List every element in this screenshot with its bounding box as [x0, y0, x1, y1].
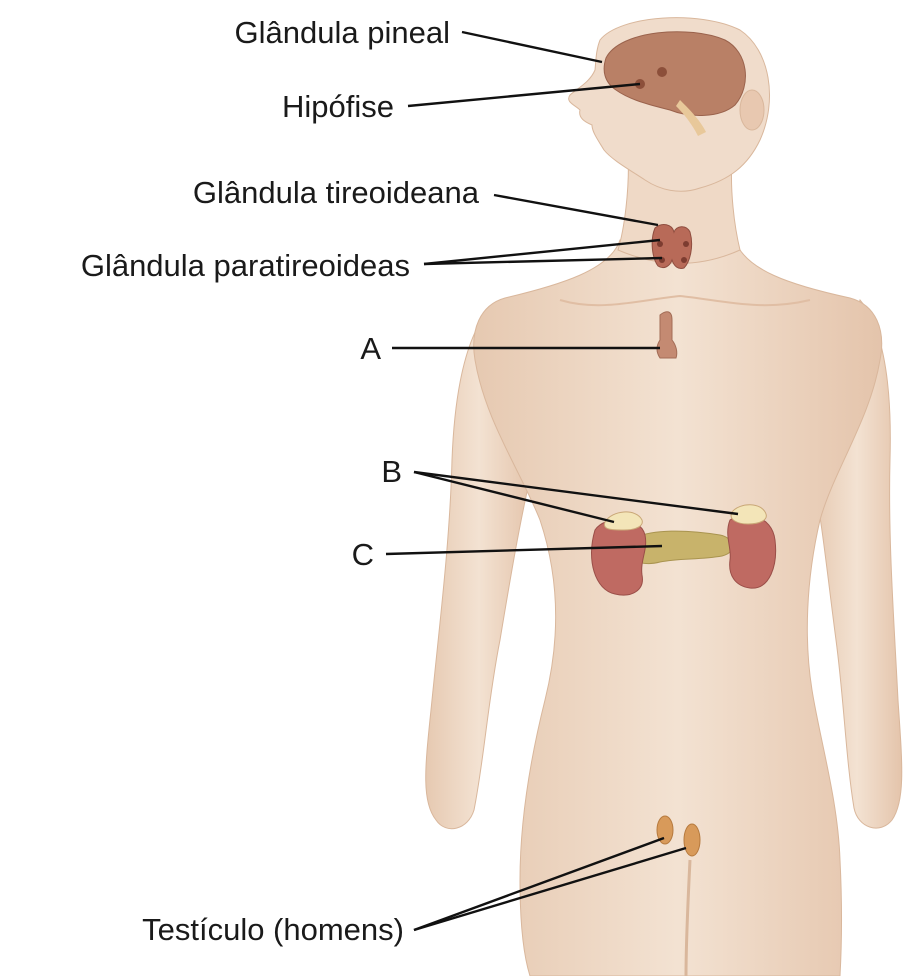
label-a: A — [360, 331, 381, 366]
label-testiculo: Testículo (homens) — [142, 912, 404, 947]
leader-pineal — [462, 32, 602, 62]
label-paratireoide: Glândula paratireoideas — [81, 248, 410, 283]
label-b: B — [381, 454, 402, 489]
labels: Glândula pineal Hipófise Glândula tireoi… — [81, 15, 480, 947]
label-pineal: Glândula pineal — [235, 15, 450, 50]
right-testis — [684, 824, 700, 856]
parathyroid-1 — [657, 241, 663, 247]
pineal-gland — [657, 67, 667, 77]
left-kidney — [592, 519, 646, 595]
label-hipofise: Hipófise — [282, 89, 394, 124]
label-c: C — [352, 537, 374, 572]
label-tireoide: Glândula tireoideana — [193, 175, 480, 210]
right-kidney — [728, 515, 776, 588]
torso — [474, 240, 882, 976]
parathyroid-2 — [683, 241, 689, 247]
parathyroid-4 — [681, 257, 687, 263]
ear — [740, 90, 764, 130]
